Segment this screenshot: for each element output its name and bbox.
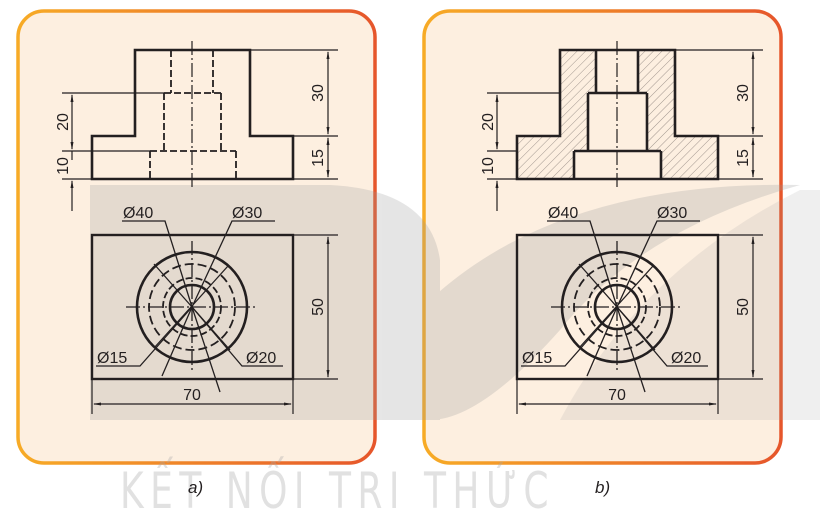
panel-a-dim-15: 15: [310, 149, 327, 167]
panel-a-dim-50: 50: [310, 298, 327, 316]
panel-a-dia-30: Ø30: [232, 205, 262, 222]
panel-a-dia-20: Ø20: [246, 350, 276, 367]
panel-b-dim-70: 70: [608, 387, 626, 404]
panel-a-dim-30: 30: [310, 84, 327, 102]
watermark-text: KẾT NỐI TRI THỨC: [120, 462, 555, 520]
caption-a: a): [188, 478, 204, 497]
panel-b-top-view: [515, 220, 763, 414]
panel-b-dim-50: 50: [735, 298, 752, 316]
panel-b-dia-15: Ø15: [522, 350, 552, 367]
panel-a-top-view: [90, 220, 338, 414]
panel-b-dim-10: 10: [480, 157, 497, 175]
caption-b: b): [595, 478, 611, 497]
panel-b-front-view: [487, 41, 763, 211]
panel-b-dim-20: 20: [480, 113, 497, 131]
panel-a-dia-15: Ø15: [97, 350, 127, 367]
panel-b-dim-30: 30: [735, 84, 752, 102]
panel-a-dim-70: 70: [183, 387, 201, 404]
panel-a-dim-10: 10: [55, 157, 72, 175]
panel-b-dia-20: Ø20: [671, 350, 701, 367]
panel-b-dia-30: Ø30: [657, 205, 687, 222]
panel-b-frame: [422, 9, 783, 465]
panel-a-front-view: [62, 41, 338, 211]
panel-a-dim-20: 20: [55, 113, 72, 131]
panel-a-frame: [16, 9, 377, 465]
panel-a-dia-40: Ø40: [123, 205, 153, 222]
panel-b-dim-15: 15: [735, 149, 752, 167]
figure-canvas: 30 15 20 10 Ø40 Ø: [16, 9, 820, 465]
panel-b-dia-40: Ø40: [548, 205, 578, 222]
